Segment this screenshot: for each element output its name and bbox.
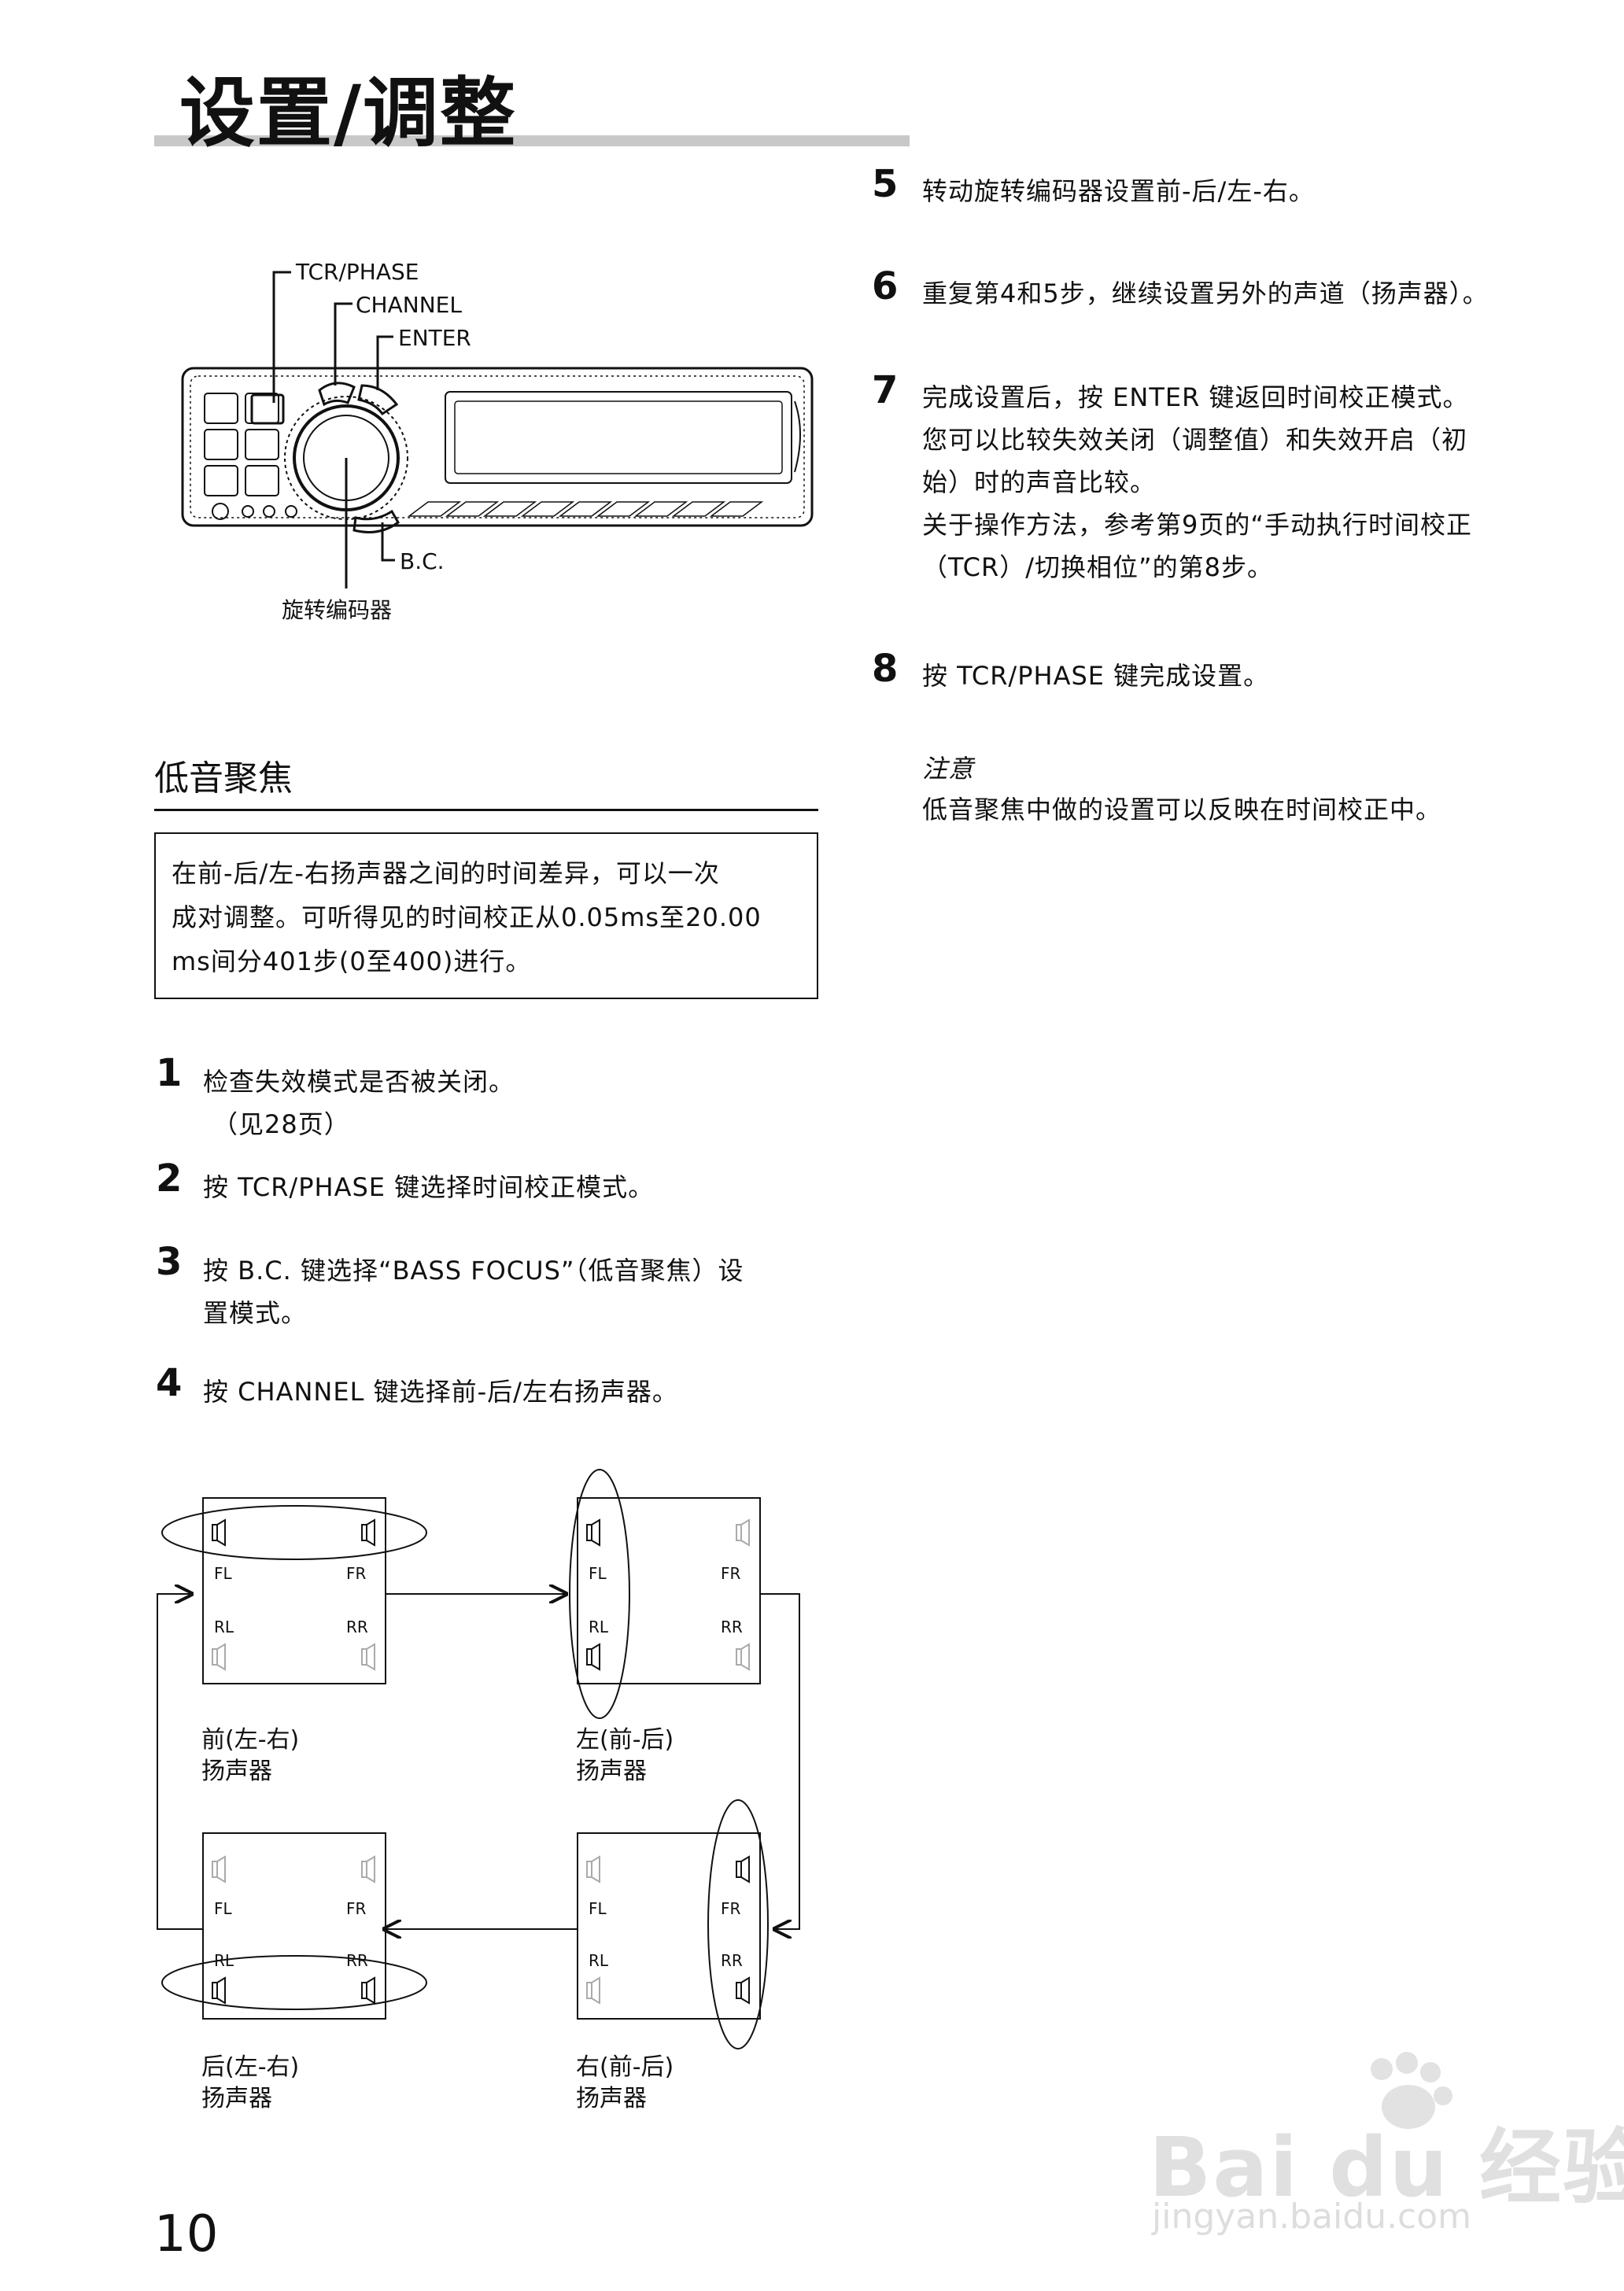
speaker-label-rl: RL — [589, 1951, 609, 1970]
step-line: （TCR）/切换相位”的第8步。 — [922, 552, 1273, 582]
caption-left: 左(前-后) 扬声器 — [576, 1725, 674, 1787]
enter-label: ENTER — [398, 325, 471, 351]
speaker-flow-diagram: FL FR RL RR FL FR RL RR FL FR RL RR FL F… — [149, 1448, 858, 2116]
step-line: 按 TCR/PHASE 键选择时间校正模式。 — [203, 1172, 655, 1202]
speaker-label-rr: RR — [721, 1618, 743, 1636]
speaker-label-fr: FR — [346, 1899, 367, 1918]
note-title: 注意 — [922, 754, 975, 784]
caption-rear: 后(左-右) 扬声器 — [201, 2052, 299, 2115]
step-text: 按 TCR/PHASE 键选择时间校正模式。 — [203, 1166, 654, 1208]
step-line: 关于操作方法，参考第9页的“手动执行时间校正 — [922, 510, 1472, 540]
watermark-brand: Bai du 经验 — [1149, 2119, 1624, 2215]
front-box — [202, 1497, 386, 1684]
speaker-label-fl: FL — [214, 1564, 232, 1583]
channel-label: CHANNEL — [356, 292, 462, 318]
step-number: 6 — [872, 264, 899, 308]
watermark-url: jingyan.baidu.com — [1152, 2197, 1472, 2237]
head-unit-diagram: TCR/PHASE CHANNEL ENTER B.C. 旋转编码器 — [173, 252, 818, 629]
title-underline-bar — [154, 135, 910, 146]
step-text: 按 CHANNEL 键选择前-后/左右扬声器。 — [203, 1371, 678, 1413]
intro-box: 在前-后/左-右扬声器之间的时间差异，可以一次 成对调整。可听得见的时间校正从0… — [154, 832, 818, 999]
step-line: 按 B.C. 键选择“BASS FOCUS”（低音聚焦）设 — [203, 1256, 744, 1286]
caption-right: 右(前-后) 扬声器 — [576, 2052, 674, 2115]
paw-logo-icon — [1371, 2052, 1452, 2129]
speaker-label-fl: FL — [589, 1899, 607, 1918]
speaker-label-rr: RR — [721, 1951, 743, 1970]
caption-line: 前(左-右) — [201, 1726, 300, 1754]
baidu-jingyan-watermark: Bai du 经验 jingyan.baidu.com — [1133, 2046, 1624, 2242]
section-title: 低音聚焦 — [154, 758, 293, 799]
step-line: 按 CHANNEL 键选择前-后/左右扬声器。 — [203, 1377, 678, 1407]
step-number: 8 — [872, 647, 899, 691]
speaker-label-fr: FR — [346, 1564, 367, 1583]
step-text: 重复第4和5步，继续设置另外的声道（扬声器）。 — [922, 272, 1489, 315]
intro-line: ms间分401步(0至400)进行。 — [172, 946, 532, 976]
step-line: 按 TCR/PHASE 键完成设置。 — [922, 661, 1270, 691]
speaker-label-fl: FL — [589, 1564, 607, 1583]
step-line: 您可以比较失效关闭（调整值）和失效开启（初 — [922, 425, 1468, 455]
left-box — [577, 1497, 761, 1684]
step-text: 检查失效模式是否被关闭。 （见28页） — [203, 1061, 515, 1146]
note-text: 低音聚焦中做的设置可以反映在时间校正中。 — [922, 795, 1442, 825]
caption-line: 后(左-右) — [201, 2053, 300, 2081]
speaker-label-fl: FL — [214, 1899, 232, 1918]
speaker-label-rl: RL — [589, 1618, 609, 1636]
caption-line: 扬声器 — [576, 1758, 647, 1785]
step-line: （见28页） — [212, 1109, 350, 1139]
caption-line: 扬声器 — [201, 2085, 272, 2112]
page-title: 设置/调整 — [179, 69, 518, 157]
caption-line: 右(前-后) — [576, 2053, 674, 2081]
step-line: 转动旋转编码器设置前-后/左-右。 — [922, 176, 1315, 206]
rotary-encoder-label: 旋转编码器 — [282, 597, 393, 623]
step-number: 7 — [872, 368, 899, 412]
section-rule — [154, 809, 818, 811]
speaker-label-rl: RL — [214, 1951, 234, 1970]
intro-text: 在前-后/左-右扬声器之间的时间差异，可以一次 成对调整。可听得见的时间校正从0… — [172, 851, 801, 983]
step-text: 完成设置后，按 ENTER 键返回时间校正模式。 您可以比较失效关闭（调整值）和… — [922, 376, 1472, 588]
step-number: 3 — [156, 1240, 183, 1284]
page-number: 10 — [154, 2205, 219, 2263]
speaker-label-rr: RR — [346, 1951, 368, 1970]
step-text: 按 TCR/PHASE 键完成设置。 — [922, 655, 1269, 697]
speaker-label-fr: FR — [721, 1564, 741, 1583]
step-number: 2 — [156, 1157, 183, 1201]
head-unit-illustration — [181, 271, 814, 588]
caption-front: 前(左-右) 扬声器 — [201, 1725, 299, 1787]
step-line: 置模式。 — [203, 1298, 308, 1328]
speaker-label-fr: FR — [721, 1899, 741, 1918]
step-number: 4 — [156, 1361, 183, 1405]
step-line: 重复第4和5步，继续设置另外的声道（扬声器）。 — [922, 279, 1489, 308]
speaker-label-rr: RR — [346, 1618, 368, 1636]
step-line: 检查失效模式是否被关闭。 — [203, 1067, 515, 1097]
step-number: 5 — [872, 162, 899, 206]
intro-line: 成对调整。可听得见的时间校正从0.05ms至20.00 — [172, 902, 762, 932]
speaker-label-rl: RL — [214, 1618, 234, 1636]
bc-label: B.C. — [400, 548, 445, 574]
rear-box — [202, 1832, 386, 2020]
step-line: 始）时的声音比较。 — [922, 467, 1157, 497]
speaker-flow-illustration — [157, 1469, 800, 2049]
right-box — [577, 1832, 761, 2020]
tcr-phase-label: TCR/PHASE — [296, 259, 419, 285]
step-text: 转动旋转编码器设置前-后/左-右。 — [922, 170, 1315, 212]
intro-line: 在前-后/左-右扬声器之间的时间差异，可以一次 — [172, 858, 720, 888]
step-line: 完成设置后，按 ENTER 键返回时间校正模式。 — [922, 382, 1469, 412]
caption-line: 扬声器 — [576, 2085, 647, 2112]
step-number: 1 — [156, 1051, 183, 1095]
step-text: 按 B.C. 键选择“BASS FOCUS”（低音聚焦）设 置模式。 — [203, 1249, 744, 1334]
caption-line: 左(前-后) — [576, 1726, 674, 1754]
caption-line: 扬声器 — [201, 1758, 272, 1785]
unit-body — [181, 367, 814, 527]
